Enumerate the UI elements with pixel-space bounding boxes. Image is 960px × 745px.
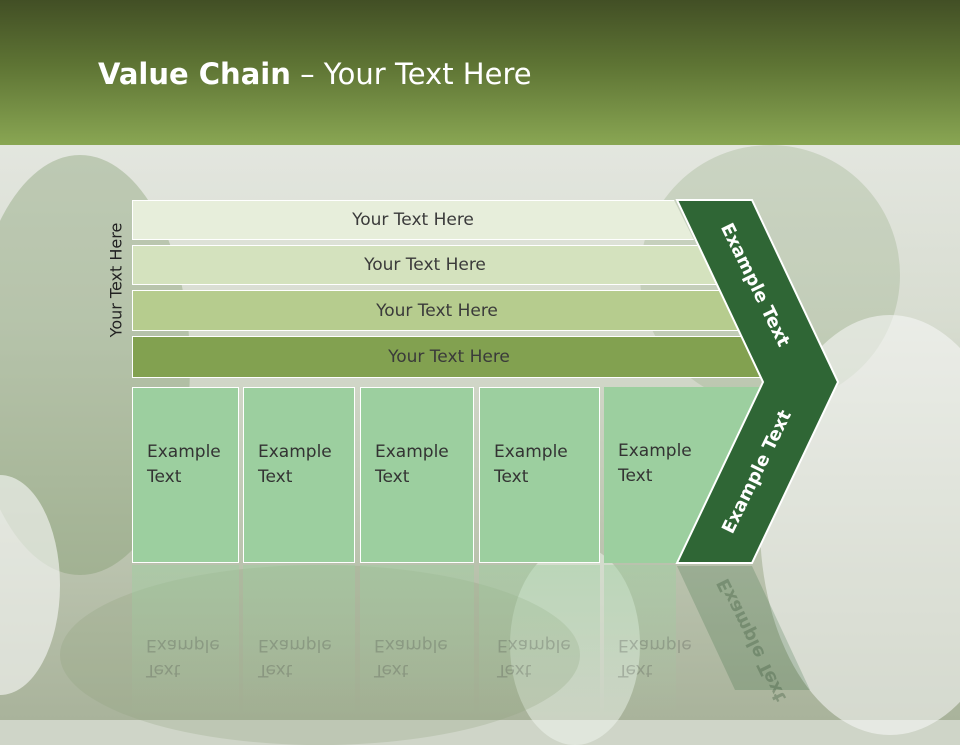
cell-3-reflection-line2: Text bbox=[374, 660, 409, 680]
cell-3-line2: Text bbox=[375, 467, 410, 487]
cell-3-line1: Example bbox=[375, 442, 449, 462]
cell-2-reflection-line2: Text bbox=[258, 660, 293, 680]
cell-5-reflection-line1: Example bbox=[618, 635, 692, 655]
cell-4-reflection-line2: Text bbox=[497, 660, 532, 680]
title-bold: Value Chain bbox=[98, 57, 291, 91]
cell-5-reflection-line2: Text bbox=[618, 660, 653, 680]
cell-5-line1: Example bbox=[618, 441, 692, 461]
cell-2-reflection-text: Text Example bbox=[258, 632, 332, 682]
header-band: Value Chain – Your Text Here bbox=[0, 0, 960, 145]
cell-4-line1: Example bbox=[494, 442, 568, 462]
cell-1-reflection-text: Text Example bbox=[146, 632, 220, 682]
cell-2-line2: Text bbox=[258, 467, 293, 487]
cell-5-line2: Text bbox=[618, 466, 653, 486]
cell-4-line2: Text bbox=[494, 467, 529, 487]
bar-3-label: Your Text Here bbox=[376, 300, 498, 321]
bar-1-label: Your Text Here bbox=[352, 210, 474, 230]
cell-1-line2: Text bbox=[147, 467, 182, 487]
cell-1-reflection bbox=[132, 565, 239, 715]
title-rest: – Your Text Here bbox=[290, 57, 532, 91]
cell-3-reflection-text: Text Example bbox=[374, 632, 448, 682]
cell-4[interactable]: Example Text bbox=[479, 387, 600, 563]
bar-4[interactable]: Your Text Here bbox=[132, 336, 766, 378]
slide-title[interactable]: Value Chain – Your Text Here bbox=[98, 54, 532, 94]
cell-1-reflection-line1: Example bbox=[146, 635, 220, 655]
cell-1-line1: Example bbox=[147, 442, 221, 462]
cell-3-reflection bbox=[360, 565, 474, 715]
cell-5-reflection bbox=[604, 565, 676, 715]
side-label-text: Your Text Here bbox=[106, 222, 126, 338]
bar-4-label: Your Text Here bbox=[388, 347, 510, 367]
cell-1-reflection-line2: Text bbox=[146, 660, 181, 680]
cell-4-reflection-line1: Example bbox=[497, 635, 571, 655]
bar-1[interactable]: Your Text Here bbox=[132, 200, 694, 240]
cell-4-reflection-text: Text Example bbox=[497, 632, 571, 682]
bar-3[interactable]: Your Text Here bbox=[132, 290, 742, 331]
cell-3[interactable]: Example Text bbox=[360, 387, 474, 563]
cell-2[interactable]: Example Text bbox=[243, 387, 355, 563]
cell-2-line1: Example bbox=[258, 442, 332, 462]
side-label[interactable]: Your Text Here bbox=[104, 205, 128, 355]
cell-3-reflection-line1: Example bbox=[374, 635, 448, 655]
cell-5-reflection-text: Text Example bbox=[618, 632, 692, 682]
cell-1[interactable]: Example Text bbox=[132, 387, 239, 563]
cell-2-reflection-line1: Example bbox=[258, 635, 332, 655]
bar-2[interactable]: Your Text Here bbox=[132, 245, 718, 285]
bar-2-label: Your Text Here bbox=[364, 255, 486, 275]
cell-2-reflection bbox=[243, 565, 355, 715]
cell-4-reflection bbox=[479, 565, 600, 715]
